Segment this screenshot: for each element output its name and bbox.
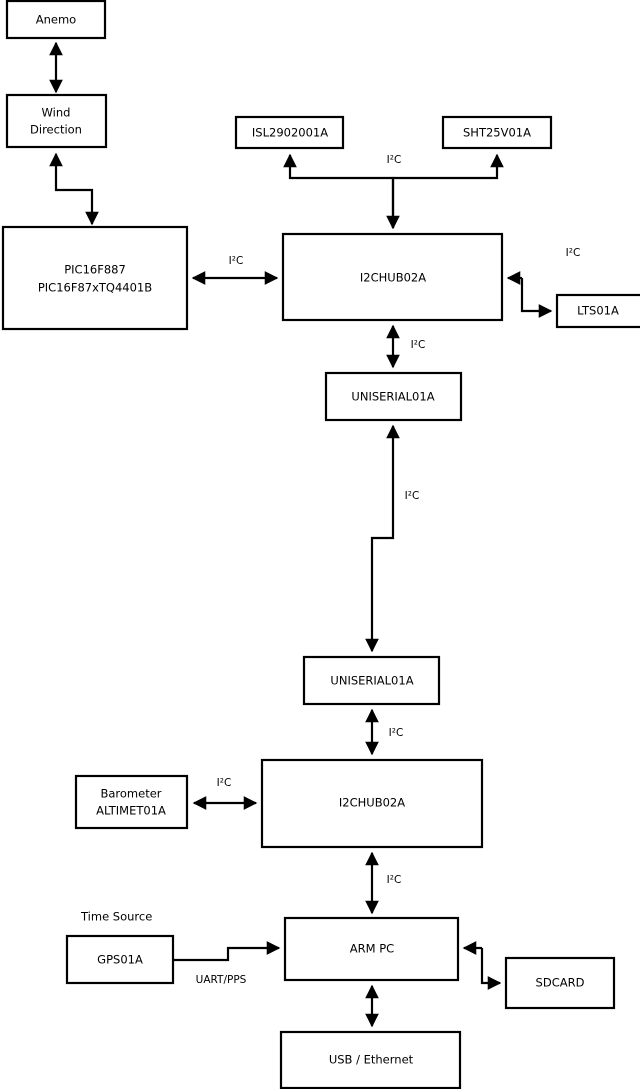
edge-label-uniserial-link: I²C <box>405 490 420 502</box>
node-i2chub02a-bottom-label: I2CHUB02A <box>339 796 405 810</box>
node-lts01a-rect[interactable] <box>555 293 640 329</box>
edge-pic-hubtop: I²C <box>191 255 279 285</box>
node-isl2902001a-label: ISL2902001A <box>252 126 328 140</box>
edge-label-hubtop-uniserialtop: I²C <box>411 339 426 351</box>
node-sdcard[interactable]: SDCARD <box>504 956 616 1010</box>
edge-gps-armpc: UART/PPS <box>173 941 281 986</box>
edge-barometer-hubbottom: I²C <box>192 777 258 810</box>
node-isl2902001a-rect[interactable] <box>234 115 345 150</box>
node-i2chub02a-bottom[interactable]: I2CHUB02A <box>260 758 484 849</box>
edge-label-hubbottom-armpc: I²C <box>387 874 402 886</box>
node-sdcard-rect[interactable] <box>504 956 616 1010</box>
node-uniserial01a-top[interactable]: UNISERIAL01A <box>324 371 463 422</box>
node-sht25v01a[interactable]: SHT25V01A <box>441 115 553 150</box>
edge-label-gps-armpc: UART/PPS <box>196 974 247 986</box>
node-gps01a[interactable]: GPS01A <box>65 934 175 985</box>
edge-line-wind-pic <box>49 152 99 226</box>
node-sht25v01a-rect[interactable] <box>441 115 553 150</box>
node-wind-direction-rect[interactable] <box>5 93 108 149</box>
edge-wind-pic <box>49 152 99 226</box>
node-arm-pc-label: ARM PC <box>350 942 394 956</box>
node-barometer-label-line2: ALTIMET01A <box>96 804 166 818</box>
node-sht25v01a-label: SHT25V01A <box>463 126 531 140</box>
node-sdcard-label: SDCARD <box>536 976 585 990</box>
node-uniserial01a-bottom-rect[interactable] <box>302 655 441 706</box>
edge-label-hubtop-lts: I²C <box>566 247 581 259</box>
node-usb-ethernet-label: USB / Ethernet <box>329 1053 414 1067</box>
node-lts01a-label: LTS01A <box>577 304 619 318</box>
node-wind-direction[interactable]: Wind Direction <box>5 93 108 149</box>
edge-uniserialbottom-hubbottom: I²C <box>365 708 404 756</box>
edge-line-gps-armpc <box>173 941 281 962</box>
node-wind-direction-label-line2: Direction <box>30 123 82 137</box>
node-usb-ethernet[interactable]: USB / Ethernet <box>279 1030 462 1089</box>
node-i2chub02a-bottom-rect[interactable] <box>260 758 484 849</box>
edge-armpc-sdcard <box>462 941 502 990</box>
node-lts01a[interactable]: LTS01A <box>555 293 640 329</box>
node-barometer[interactable]: Barometer ALTIMET01A <box>74 774 189 830</box>
edge-hubtop-sensors: I²C <box>283 153 504 230</box>
node-pic-label-line1: PIC16F887 <box>64 263 126 277</box>
edge-hubtop-uniserialtop: I²C <box>386 324 426 369</box>
node-uniserial01a-bottom-label: UNISERIAL01A <box>330 674 413 688</box>
edge-line-armpc-sdcard-out <box>480 948 502 990</box>
node-gps01a-label: GPS01A <box>97 953 143 967</box>
edge-hubbottom-armpc: I²C <box>365 851 402 915</box>
node-anemo-rect[interactable] <box>5 0 107 40</box>
node-barometer-rect[interactable] <box>74 774 189 830</box>
edge-label-uniserialbottom-hubbottom: I²C <box>389 727 404 739</box>
label-time-source: Time Source <box>80 910 152 924</box>
node-uniserial01a-bottom[interactable]: UNISERIAL01A <box>302 655 441 706</box>
node-gps01a-rect[interactable] <box>65 934 175 985</box>
node-arm-pc-rect[interactable] <box>283 916 460 982</box>
node-wind-direction-label-line1: Wind <box>42 106 71 120</box>
edge-line-hubtop-sht <box>393 153 504 180</box>
node-barometer-label-line1: Barometer <box>100 787 161 801</box>
node-pic-label-line2: PIC16F87xTQ4401B <box>38 281 152 295</box>
edge-label-barometer-hubbottom: I²C <box>217 777 232 789</box>
node-i2chub02a-top-rect[interactable] <box>281 232 504 322</box>
edge-line-uniserial-link <box>365 424 400 653</box>
edge-line-hubtop-lts-out <box>520 278 553 318</box>
edge-line-hubtop-isl <box>283 153 395 228</box>
node-i2chub02a-top-label: I2CHUB02A <box>360 271 426 285</box>
node-anemo[interactable]: Anemo <box>5 0 107 40</box>
node-uniserial01a-top-rect[interactable] <box>324 371 463 422</box>
node-pic-rect[interactable] <box>1 225 189 331</box>
edge-uniserial-link: I²C <box>365 424 420 653</box>
node-usb-ethernet-rect[interactable] <box>279 1030 462 1089</box>
node-anemo-label: Anemo <box>36 13 76 27</box>
node-uniserial01a-top-label: UNISERIAL01A <box>351 390 434 404</box>
node-pic[interactable]: PIC16F887 PIC16F87xTQ4401B <box>1 225 189 331</box>
edge-label-hubtop-sensors: I²C <box>387 154 402 166</box>
edge-hubtop-lts: I²C <box>506 247 581 318</box>
node-isl2902001a[interactable]: ISL2902001A <box>234 115 345 150</box>
edge-label-pic-hubtop: I²C <box>229 255 244 267</box>
node-i2chub02a-top[interactable]: I2CHUB02A <box>281 232 504 322</box>
node-arm-pc[interactable]: ARM PC <box>283 916 460 982</box>
